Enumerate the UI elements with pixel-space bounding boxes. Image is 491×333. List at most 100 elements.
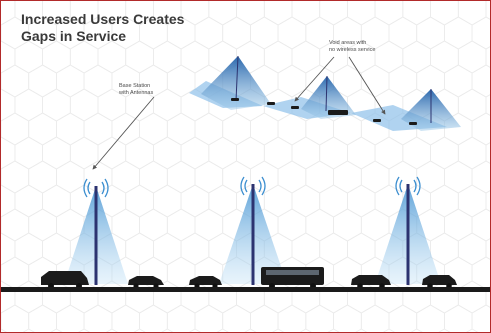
hex-cell: [360, 304, 390, 332]
hex-cell: [346, 1, 376, 26]
peak-mast: [325, 75, 328, 112]
hex-cell: [83, 112, 113, 146]
hex-cell: [1, 208, 30, 242]
coverage-plane: [189, 55, 461, 131]
base-station-arrow: [92, 96, 155, 170]
hex-cell: [1, 304, 30, 332]
hex-cell: [42, 232, 71, 266]
hex-cell: [485, 1, 490, 20]
hex-cell: [111, 160, 141, 194]
hex-cell: [1, 184, 16, 218]
hex-cell: [430, 280, 459, 314]
hex-cell: [69, 136, 99, 170]
hex-cell: [457, 232, 487, 266]
hex-cell: [42, 40, 71, 74]
hex-cell: [125, 136, 154, 170]
hex-cell: [166, 208, 196, 242]
hex-cell: [485, 94, 490, 116]
hex-cell: [443, 64, 473, 98]
hex-cell: [430, 184, 459, 218]
hex-cell: [28, 208, 57, 242]
hex-cell: [319, 136, 348, 170]
hex-cell: [416, 304, 445, 332]
hex-cell: [194, 304, 224, 332]
diagram-title: Increased Users Creates Gaps in Service: [21, 11, 184, 45]
hex-cell: [42, 280, 71, 314]
hex-cell: [69, 88, 99, 122]
hex-cell: [277, 112, 307, 146]
hex-cell: [111, 208, 141, 242]
hex-cell: [485, 142, 490, 164]
hex-cell: [152, 88, 182, 122]
hex-cell: [291, 184, 321, 218]
hex-cell: [457, 136, 487, 170]
hex-cell: [28, 112, 57, 146]
hex-cell: [360, 64, 390, 98]
hex-cell: [457, 1, 487, 26]
hex-cell: [180, 40, 210, 74]
hex-cell: [208, 1, 238, 26]
hex-cell: [430, 40, 459, 74]
hex-cell: [111, 304, 141, 332]
hex-cell: [457, 184, 487, 218]
hex-cell: [263, 136, 293, 170]
signal-waves-icon: [83, 178, 109, 198]
hex-cell: [249, 112, 279, 146]
hex-cell: [125, 40, 154, 74]
hex-cell: [14, 184, 43, 218]
hex-cell: [291, 1, 321, 26]
hex-cell: [28, 64, 57, 98]
hex-cell: [1, 280, 16, 314]
hex-cell: [305, 160, 335, 194]
sedan-icon: [128, 276, 164, 289]
hex-cell: [263, 40, 293, 74]
hex-cell: [69, 40, 99, 74]
hex-cell: [1, 256, 30, 290]
hex-cell: [402, 280, 431, 314]
hex-cell: [152, 136, 182, 170]
hex-cell: [42, 88, 71, 122]
hex-cell: [1, 160, 30, 194]
hex-cell: [333, 208, 362, 242]
hex-cell: [346, 232, 376, 266]
hex-cell: [443, 208, 473, 242]
hex-cell: [471, 16, 490, 50]
hex-cell: [263, 280, 293, 314]
hex-cell: [42, 136, 71, 170]
hex-cell: [1, 64, 30, 98]
hex-cell: [152, 40, 182, 74]
hex-cell: [333, 112, 362, 146]
hex-cell: [291, 232, 321, 266]
hex-cell: [319, 280, 348, 314]
hex-cell: [180, 1, 210, 26]
coverage-peak: [301, 76, 356, 119]
hex-cell: [416, 160, 445, 194]
hex-cell: [319, 232, 348, 266]
hex-cell: [402, 40, 431, 74]
hex-cell: [125, 184, 154, 218]
hex-cell: [14, 40, 43, 74]
cell-tower: [64, 178, 128, 285]
hex-cell: [180, 136, 210, 170]
hex-cell: [291, 136, 321, 170]
hex-cell: [194, 160, 224, 194]
hex-cell: [471, 160, 490, 194]
hex-cell: [346, 136, 376, 170]
cell-tower: [375, 176, 441, 285]
hex-cell: [388, 160, 418, 194]
hex-cell: [374, 136, 404, 170]
hex-cell: [1, 232, 16, 266]
hex-cell: [236, 136, 265, 170]
hex-cell: [305, 304, 335, 332]
hex-cell: [194, 208, 224, 242]
hex-cell: [485, 286, 490, 308]
hex-cell: [97, 136, 127, 170]
hex-cell: [56, 160, 85, 194]
hex-cell: [139, 208, 168, 242]
title-line: Increased Users Creates: [21, 11, 185, 27]
hex-cell: [139, 304, 168, 332]
hex-cell: [249, 16, 279, 50]
hex-cell: [1, 136, 16, 170]
hex-cell: [430, 232, 459, 266]
